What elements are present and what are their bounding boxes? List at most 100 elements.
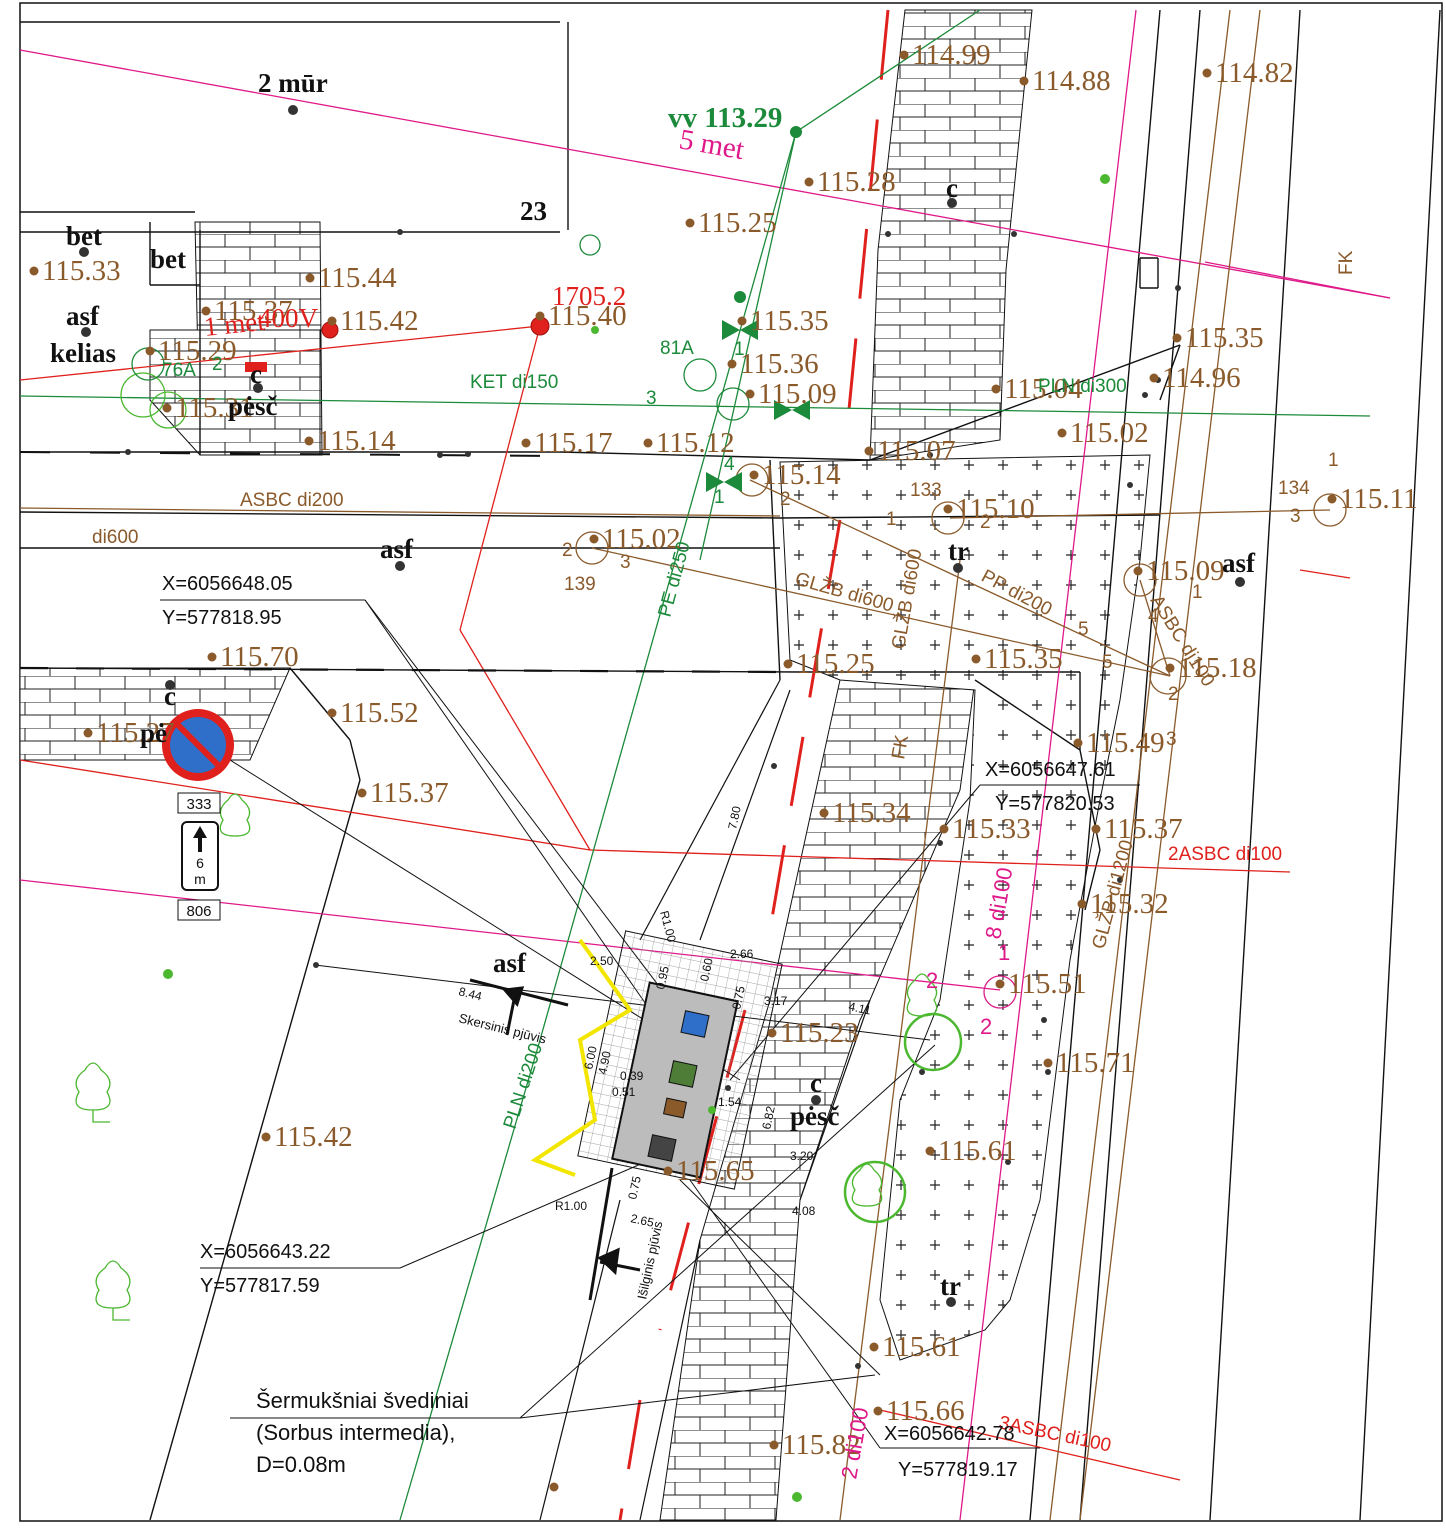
elevation-point — [1077, 899, 1087, 909]
map-frame — [19, 2, 1443, 1522]
elevation-point — [971, 654, 981, 664]
point-number: 3 — [1166, 729, 1177, 750]
plate-unit: m — [194, 871, 206, 887]
elevation-point — [663, 1166, 673, 1176]
point-number: 2 — [980, 512, 991, 533]
elevation-point — [943, 504, 953, 514]
surface-label: c — [810, 1068, 822, 1098]
dimension: 7.80 — [725, 805, 744, 831]
dimension: R1.00 — [555, 1199, 587, 1213]
elevation-label: 115.61 — [938, 1135, 1017, 1167]
point-number: 5 — [1078, 619, 1089, 640]
road-edges — [539, 679, 871, 1521]
elevation-point — [1073, 738, 1083, 748]
elevation-point — [767, 1028, 777, 1038]
elevation-point — [305, 273, 315, 283]
point-number: 2 — [926, 968, 938, 993]
point-number: 1 — [1192, 582, 1203, 603]
elevation-label: 115.49 — [1086, 727, 1165, 759]
surface-label: bet — [66, 221, 102, 251]
elevation-label: 115.33 — [952, 813, 1031, 845]
elevation-label: 115.04 — [1004, 373, 1083, 405]
fk-label: FK — [1336, 250, 1357, 275]
fk-label: FK — [888, 733, 913, 761]
elevation-point — [769, 1440, 779, 1450]
note-line-2: (Sorbus intermedia), — [256, 1420, 455, 1445]
dimension: 4.11 — [847, 999, 872, 1017]
dimension: 0.75 — [729, 985, 748, 1011]
network-label: PLN di200 — [500, 1041, 547, 1132]
chamber-label: 81A — [660, 338, 694, 359]
dimension: 0.95 — [653, 965, 672, 991]
point-number: 2 — [780, 489, 791, 510]
coord-y: Y=577820.53 — [995, 793, 1115, 815]
point-number: 4 — [1148, 606, 1159, 627]
elevation-label: 115.34 — [832, 797, 911, 829]
dimension: 2.65 — [629, 1211, 655, 1230]
elevation-label: 115.25 — [796, 648, 875, 680]
point-number: 5 — [1102, 652, 1113, 673]
elevation-label: 115.37 — [1104, 813, 1183, 845]
elevation-point — [1172, 333, 1182, 343]
sign-code: 333 — [186, 796, 211, 813]
elevation-label: 115.35 — [984, 643, 1063, 675]
coord-y: Y=577818.95 — [162, 607, 282, 629]
elevation-point — [873, 1406, 883, 1416]
surface-label: asf — [493, 948, 527, 978]
point-number: 3 — [620, 552, 631, 573]
elevation-point — [685, 218, 695, 228]
distance-plate — [181, 821, 219, 891]
elevation-point — [939, 824, 949, 834]
gas-lines — [19, 9, 1391, 1521]
elevation-point — [1019, 76, 1029, 86]
dimension: 4.90 — [595, 1050, 614, 1076]
elevation-point — [1133, 566, 1143, 576]
elevation-point — [819, 808, 829, 818]
chamber-label: 133 — [910, 480, 942, 501]
elevation-label: 115.25 — [698, 207, 777, 239]
network-label: ASBC di200 — [240, 490, 344, 511]
dimension: 0.75 — [625, 1175, 644, 1201]
dimension: 0.60 — [697, 957, 716, 983]
surface-label: c — [946, 173, 958, 203]
elevation-point — [1327, 494, 1337, 504]
elevation-label: 115.10 — [956, 493, 1035, 525]
elevation-point — [1165, 663, 1175, 673]
voltage-label: 400V — [258, 303, 319, 333]
point-number: 2 — [980, 1014, 992, 1039]
manholes — [575, 463, 1347, 695]
coord-x: X=6056648.05 — [162, 573, 293, 595]
elevation-point — [304, 436, 314, 446]
elevation-point — [869, 1342, 879, 1352]
elevation-point — [535, 311, 545, 321]
leader-lines — [160, 599, 1140, 1449]
network-label: di600 — [92, 527, 139, 548]
bin-black — [647, 1134, 677, 1162]
point-number: 2 — [562, 540, 573, 561]
elevation-label: 115.27 — [96, 717, 175, 749]
elevation-point — [1043, 1058, 1053, 1068]
elevation-point — [995, 979, 1005, 989]
dimension: 1.54 — [718, 1095, 742, 1109]
cross-section-label: Skersinis pjūvis — [457, 1010, 548, 1046]
elevation-point — [145, 346, 155, 356]
coord-x: X=6056643.22 — [200, 1241, 331, 1263]
up-arrow-icon — [193, 826, 207, 852]
elevation-point — [1202, 68, 1212, 78]
point-numbers: 1 2 3 4 1 2 1 2 3 1 2 3 4 5 5 2 1 3 2 1 … — [212, 339, 1339, 1039]
elevation-label: 115.28 — [817, 166, 896, 198]
elevation-label: 115.65 — [676, 1155, 755, 1187]
green-dots — [163, 174, 1110, 1502]
elevation-point — [327, 316, 337, 326]
elevation-label: 115.02 — [1070, 417, 1149, 449]
point-number: 1 — [886, 509, 897, 530]
surface-label: tr — [940, 1271, 961, 1301]
elevation-label: 115.44 — [318, 262, 397, 294]
hydrant — [790, 126, 802, 138]
plate-code-box — [177, 899, 221, 921]
elevation-label: 115.61 — [882, 1331, 961, 1363]
elevation-label: 115.17 — [534, 427, 613, 459]
wall-label: 2 mūr — [258, 68, 328, 98]
elevation-label: 114.99 — [912, 39, 991, 71]
elevation-label: 115.82 — [782, 1429, 861, 1461]
